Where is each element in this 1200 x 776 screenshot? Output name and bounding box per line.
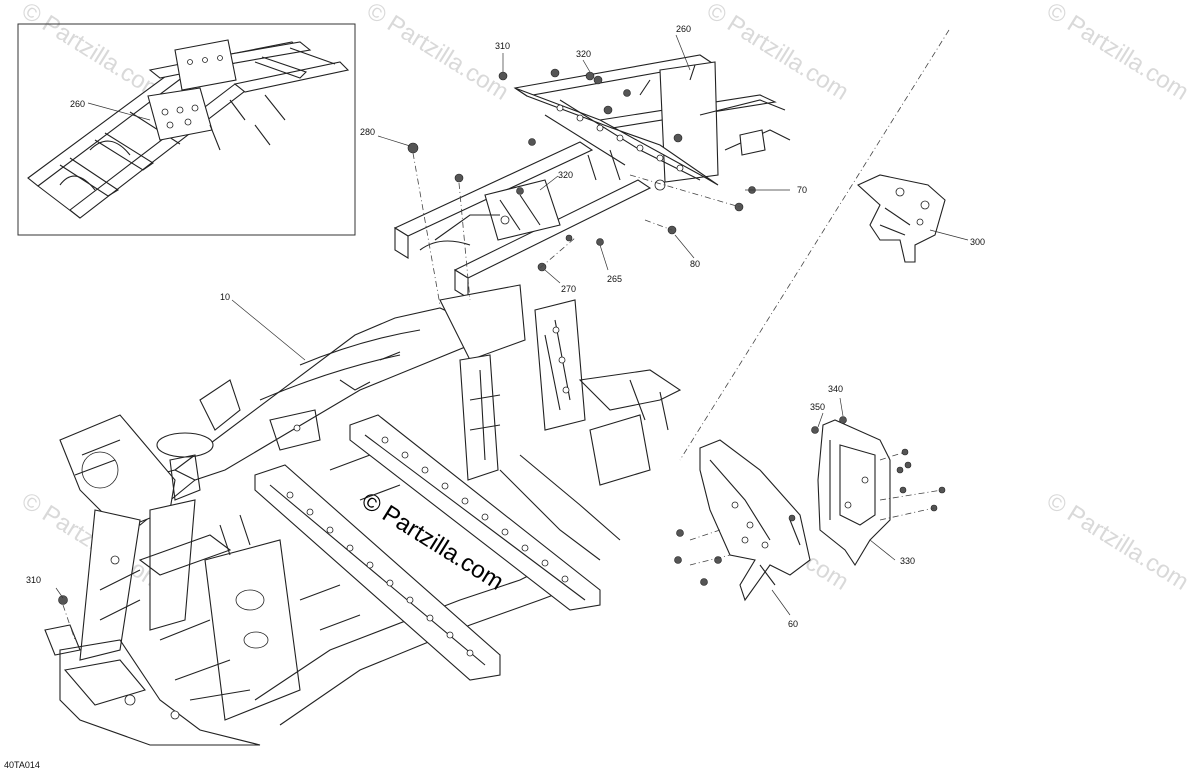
leader-lines (55, 34, 969, 616)
callouts: 10 310 320 260 280 320 70 80 265 270 300… (26, 24, 985, 629)
callout-340: 340 (828, 384, 843, 394)
right-frame-plate (349, 414, 601, 611)
left-frame-plate (254, 464, 501, 681)
callout-265: 265 (607, 274, 622, 284)
main-chassis-frame (44, 284, 682, 746)
inset-frame-view (17, 23, 356, 236)
callout-70: 70 (797, 185, 807, 195)
watermark-text: © Partzilla.com (702, 0, 853, 106)
callout-80: 80 (690, 259, 700, 269)
callout-320-top: 320 (576, 49, 591, 59)
bracket-300 (857, 174, 946, 263)
callout-260-inset: 260 (70, 99, 85, 109)
callout-330: 330 (900, 556, 915, 566)
callout-270: 270 (561, 284, 576, 294)
callout-310-left: 310 (26, 575, 41, 585)
skid-plate-330 (817, 419, 891, 567)
watermark-text: © Partzilla.com (1042, 0, 1193, 106)
assembly-lines (62, 29, 950, 641)
callout-10: 10 (220, 292, 230, 302)
callout-60: 60 (788, 619, 798, 629)
callout-320-mid: 320 (558, 170, 573, 180)
callout-350: 350 (810, 402, 825, 412)
callout-310-top: 310 (495, 41, 510, 51)
callout-260: 260 (676, 24, 691, 34)
watermark-text: © Partzilla.com (1042, 487, 1193, 596)
rear-subframe (393, 54, 791, 299)
rear-bracket-60 (699, 439, 811, 602)
diagram-code: 40TA014 (4, 760, 40, 770)
watermark-text: © Partzilla.com (362, 0, 513, 106)
watermark-text: © Partzilla.com (17, 0, 168, 106)
callout-300: 300 (970, 237, 985, 247)
callout-280: 280 (360, 127, 375, 137)
